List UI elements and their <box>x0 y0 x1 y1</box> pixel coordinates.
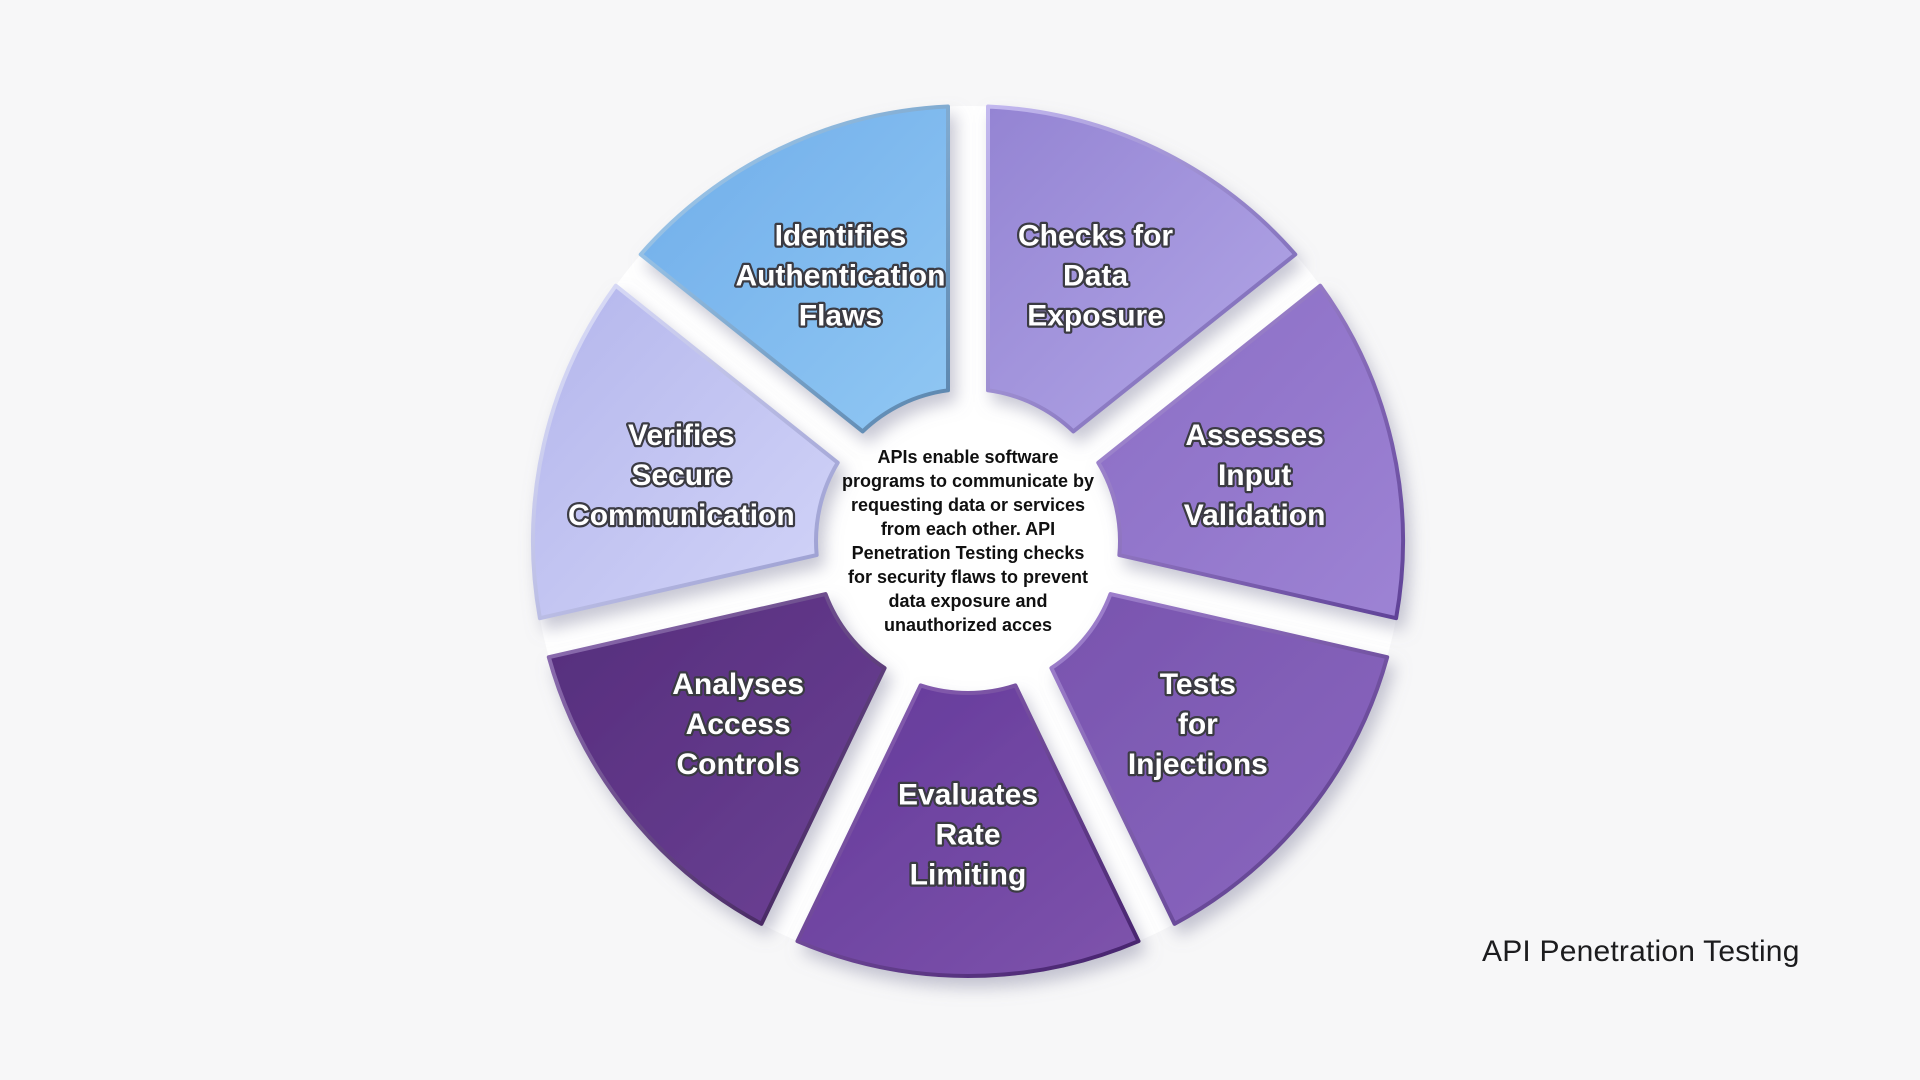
segment-assesses-input-validation <box>1096 283 1405 621</box>
segment-evaluates-rate-limiting <box>795 683 1141 978</box>
segment-verifies-secure-communication <box>531 283 840 621</box>
page-title: API Penetration Testing <box>1482 935 1800 968</box>
segment-tests-for-injections <box>1049 592 1390 926</box>
segment-checks-for-data-exposure <box>986 104 1298 434</box>
center-description: APIs enable software programs to communi… <box>841 447 1095 635</box>
segment-analyses-access-controls <box>546 592 887 926</box>
segment-identifies-authentication-flaws <box>638 104 950 434</box>
